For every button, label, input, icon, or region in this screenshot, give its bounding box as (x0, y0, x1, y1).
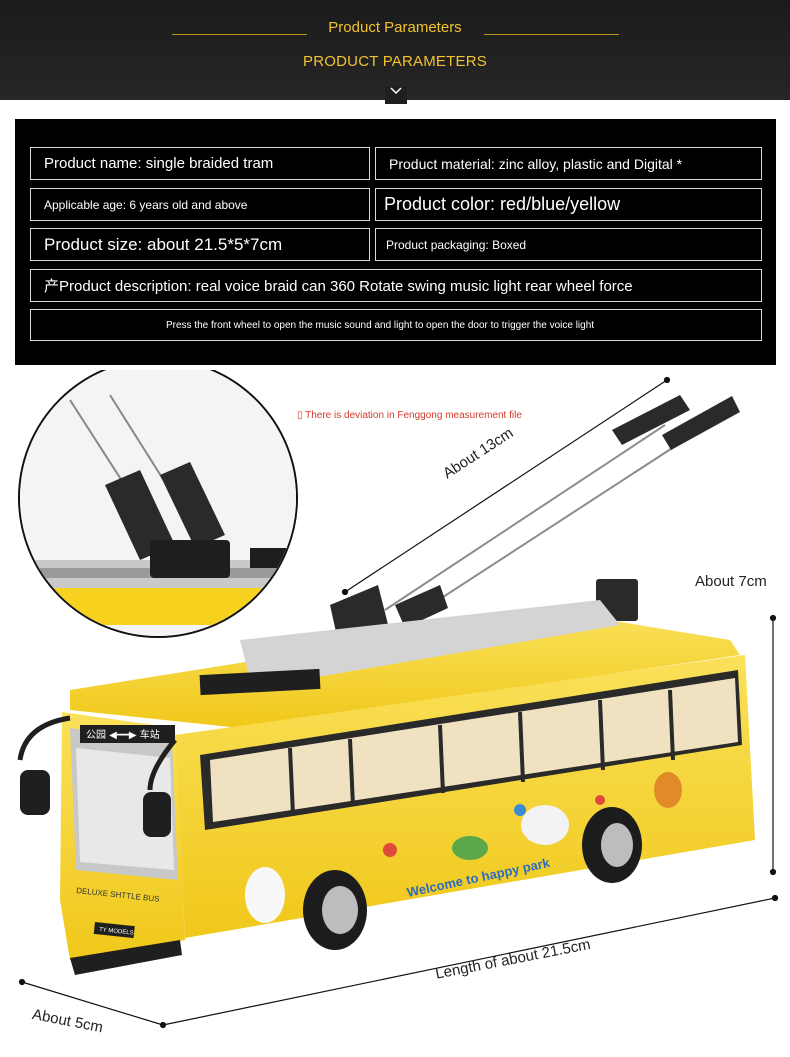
header-banner: Product Parameters PRODUCT PARAMETERS (0, 0, 790, 100)
param-size: Product size: about 21.5*5*7cm (30, 228, 370, 261)
param-product-name: Product name: single braided tram (30, 147, 370, 180)
product-figure: 公园 ◀━━▶ 车站 DELUXE SHTTLE BUS TY MODELS W… (17, 370, 779, 1029)
bus-brand-badge: TY MODELS (99, 927, 134, 937)
bus-model: 公园 ◀━━▶ 车站 DELUXE SHTTLE BUS TY MODELS W… (17, 600, 755, 975)
bus-route-sign: 公园 ◀━━▶ 车站 (86, 728, 160, 741)
chevron-tab[interactable] (385, 86, 407, 104)
section-title: Product Parameters (328, 19, 462, 36)
title-divider-left (172, 34, 307, 35)
param-packaging: Product packaging: Boxed (375, 228, 762, 261)
dimension-lines (18, 376, 779, 1029)
chevron-down-icon[interactable] (390, 86, 402, 96)
zoom-inset (18, 370, 298, 638)
measurement-note: ▯ There is deviation in Fenggong measure… (297, 410, 522, 421)
parameters-panel: Product name: single braided tram Produc… (15, 119, 776, 365)
title-divider-right (484, 34, 619, 35)
param-material: Product material: zinc alloy, plastic an… (375, 147, 762, 180)
param-instruction: Press the front wheel to open the music … (30, 309, 762, 341)
section-subtitle: PRODUCT PARAMETERS (303, 53, 487, 70)
height-label: About 7cm (695, 573, 767, 590)
param-description: 产Product description: real voice braid c… (30, 269, 762, 302)
param-color: Product color: red/blue/yellow (375, 188, 762, 221)
param-age: Applicable age: 6 years old and above (30, 188, 370, 221)
